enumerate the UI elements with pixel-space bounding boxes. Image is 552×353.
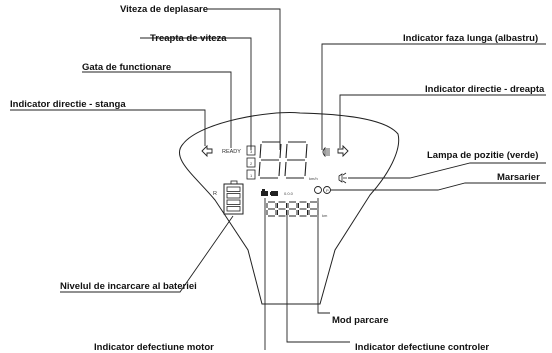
leader-turn-right	[339, 94, 546, 148]
gear-box	[246, 145, 256, 156]
battery-symbol: R	[213, 191, 217, 197]
right-arrow-icon	[337, 144, 349, 158]
leader-parking	[317, 198, 330, 314]
leader-reverse	[330, 182, 546, 191]
speed-unit: km/h	[309, 176, 318, 181]
odometer-display	[266, 201, 319, 217]
odometer-digit	[308, 201, 319, 217]
high-beam-icon	[322, 146, 330, 158]
odometer-digit	[287, 201, 298, 217]
label-battery: Nivelul de incarcare al bateriei	[60, 281, 197, 292]
battery-bars	[226, 186, 241, 212]
leader-controller-fault	[286, 215, 350, 343]
battery-bar	[226, 206, 241, 212]
motor-fault-icon	[261, 189, 268, 196]
battery-icon	[223, 180, 244, 215]
label-position-lamp: Lampa de pozitie (verde)	[427, 150, 538, 161]
parking-icon	[323, 186, 331, 194]
leader-gear	[140, 37, 252, 150]
leader-battery	[60, 215, 234, 293]
leader-turn-left	[10, 109, 206, 146]
label-turn-right: Indicator directie - dreapta	[425, 84, 545, 95]
battery-bar	[226, 193, 241, 199]
gear-box	[246, 157, 256, 168]
label-reverse: Marsarier	[497, 172, 540, 183]
leader-speed	[207, 8, 281, 150]
leader-ready	[82, 71, 232, 148]
parking-icon-letter: P	[326, 188, 329, 193]
battery-bar	[226, 186, 241, 192]
leader-high-beam	[321, 43, 546, 150]
label-high-beam: Indicator faza lunga (albastru)	[403, 33, 538, 44]
position-lamp-icon	[338, 172, 347, 184]
odometer-digit	[298, 201, 308, 217]
label-controller-fault: Indicator defectiune controler	[355, 342, 489, 353]
label-speed: Viteza de deplasare	[120, 4, 208, 15]
gear-number: 2	[250, 161, 253, 166]
gear-number: 3	[250, 149, 253, 154]
odometer-digit	[277, 201, 287, 217]
left-arrow-icon	[201, 144, 213, 158]
ready-text: READY	[222, 149, 241, 155]
gear-box	[246, 169, 256, 180]
odometer-digit	[266, 201, 277, 217]
gear-number: 1	[250, 173, 253, 178]
label-gear: Treapta de viteza	[150, 33, 227, 44]
label-parking: Mod parcare	[332, 315, 389, 326]
battery-bar	[226, 199, 241, 205]
label-ready: Gata de functionare	[82, 62, 171, 73]
odo-small-text: 0.0.0	[284, 191, 294, 196]
label-turn-left: Indicator directie - stanga	[10, 99, 126, 110]
label-motor-fault: Indicator defectiune motor	[94, 342, 214, 353]
odo-unit: km	[322, 213, 328, 218]
speed-display	[258, 141, 308, 179]
controller-fault-icon	[270, 191, 278, 196]
leader-position-lamp	[348, 162, 546, 179]
dashboard-outline	[178, 112, 400, 305]
reverse-icon	[314, 186, 322, 194]
gear-indicator: 3 2 1	[246, 145, 256, 180]
